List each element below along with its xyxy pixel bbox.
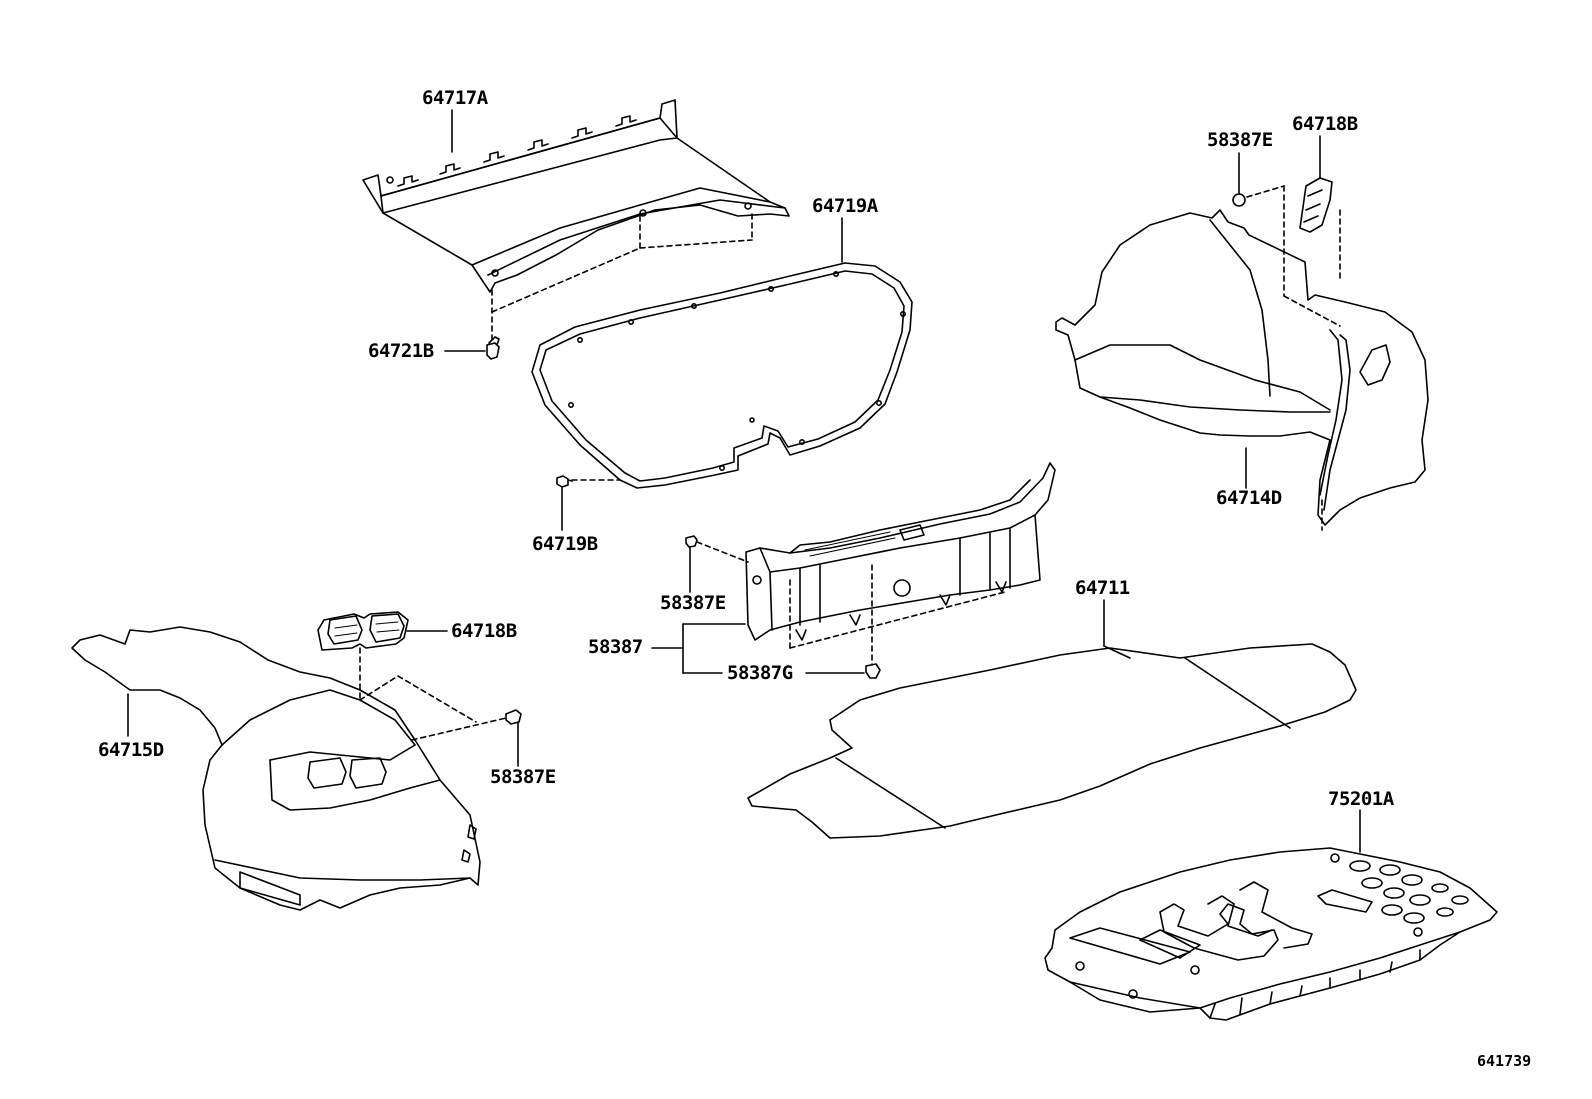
- part-64718B-left-drawing: [317, 611, 448, 651]
- part-64719B-clip: [556, 475, 621, 531]
- dash-lines-64715D: [359, 647, 507, 741]
- part-58387E-top-clip: [1232, 152, 1246, 207]
- callout-58387E-bottom: 58387E: [490, 766, 556, 788]
- part-58387E-bottom-clip: [505, 709, 522, 767]
- callout-58387G: 58387G: [727, 662, 793, 684]
- callout-64721B: 64721B: [368, 340, 434, 362]
- part-75201A-drawing: [1044, 847, 1498, 1021]
- callout-64714D: 64714D: [1216, 487, 1282, 509]
- dash-lines-58387: [696, 541, 1006, 666]
- callout-75201A: 75201A: [1328, 788, 1394, 810]
- part-64715D-drawing: [71, 626, 481, 911]
- callout-58387: 58387: [588, 636, 643, 658]
- dash-lines-64714D: [1246, 185, 1341, 531]
- part-58387-drawing: [745, 462, 1056, 641]
- part-64711-drawing: [747, 599, 1357, 839]
- callout-64719A: 64719A: [812, 195, 878, 217]
- part-58387G-clip: [805, 663, 881, 679]
- part-58387E-mid-clip: [685, 535, 698, 593]
- part-64717A-drawing: [362, 99, 790, 293]
- diagram-id-label: 641739: [1477, 1052, 1532, 1070]
- callout-64715D: 64715D: [98, 739, 164, 761]
- part-64721B-clip: [444, 336, 500, 360]
- bracket-58387: [651, 623, 746, 674]
- callout-58387E-top: 58387E: [1207, 129, 1273, 151]
- callout-64718B-top: 64718B: [1292, 113, 1358, 135]
- part-64714D-drawing: [1055, 177, 1429, 526]
- callout-64717A: 64717A: [422, 87, 488, 109]
- callout-64718B-left: 64718B: [451, 620, 517, 642]
- dash-lines-64717A: [491, 213, 753, 341]
- callout-64719B: 64719B: [532, 533, 598, 555]
- part-64719A-drawing: [531, 262, 913, 489]
- callout-58387E-mid: 58387E: [660, 592, 726, 614]
- callout-64711: 64711: [1075, 577, 1130, 599]
